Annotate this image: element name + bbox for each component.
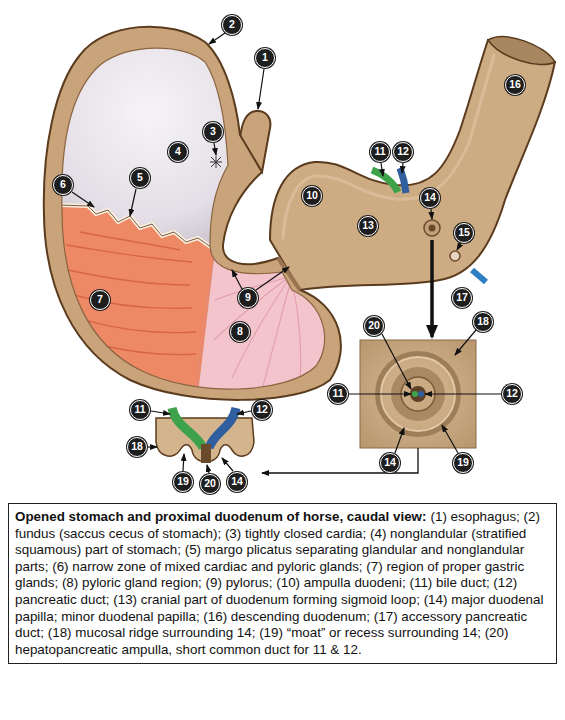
callout-number: 6	[53, 175, 73, 195]
callout-number: 11	[130, 400, 150, 420]
callout-number: 16	[505, 75, 525, 95]
callout-number: 18	[127, 437, 147, 457]
accessory-pancreatic-duct	[472, 270, 486, 282]
pancreatic-duct-opening	[418, 391, 424, 397]
callout-number: 15	[454, 223, 474, 243]
view-arrow	[262, 448, 418, 473]
bile-duct-section	[172, 408, 203, 448]
common-duct	[201, 444, 211, 463]
callout-number: 14	[420, 188, 440, 208]
callout-number: 17	[452, 288, 472, 308]
mucosa	[30, 0, 360, 420]
cardia-mark	[210, 156, 222, 168]
callout-number: 9	[238, 288, 258, 308]
duodenum-highlight	[283, 55, 494, 238]
callout-number: 19	[173, 472, 193, 492]
papilla-section	[156, 418, 254, 462]
pancreatic-duct-section	[209, 408, 236, 448]
callout-number: 20	[364, 316, 384, 336]
callout-number: 1	[255, 48, 275, 68]
inset-arrow	[430, 240, 434, 337]
callout-number: 5	[130, 168, 150, 188]
callout-number: 12	[502, 384, 522, 404]
callout-number: 2	[222, 15, 242, 35]
bile-duct-opening	[412, 391, 418, 397]
callout-number: 12	[252, 400, 272, 420]
mucosa-outline	[62, 48, 325, 389]
nonglandular-region	[30, 0, 270, 250]
pyloric-gland-region	[195, 250, 360, 420]
callout-number: 14	[380, 453, 400, 473]
minor-papilla	[450, 251, 460, 261]
callout-number: 4	[168, 142, 188, 162]
pyloric-texture	[214, 278, 301, 390]
bile-duct	[372, 170, 398, 192]
duodenum-lumen	[488, 37, 555, 65]
callout-number: 14	[227, 472, 247, 492]
gland-texture	[66, 232, 196, 355]
callout-number: 10	[302, 186, 322, 206]
callout-number: 13	[358, 216, 378, 236]
margo-plicatus-line	[60, 205, 215, 250]
caption-box: Opened stomach and proximal duodenum of …	[8, 503, 557, 664]
major-papilla-opening	[429, 225, 436, 232]
leader-lines	[72, 33, 501, 473]
callout-number: 3	[203, 122, 223, 142]
caption-heading: Opened stomach and proximal duodenum of …	[15, 509, 426, 524]
major-papilla	[424, 220, 440, 236]
callout-number: 8	[230, 322, 250, 342]
callout-number: 20	[200, 474, 220, 494]
callout-number: 11	[370, 142, 390, 162]
margo-plicatus	[60, 205, 215, 250]
pancreatic-duct	[400, 168, 406, 193]
ampulla-opening	[410, 386, 426, 402]
stomach-illustration	[0, 0, 565, 500]
callout-number: 19	[453, 453, 473, 473]
duodenum-wall	[270, 40, 555, 290]
callout-number: 7	[90, 290, 110, 310]
callout-number: 18	[473, 312, 493, 332]
pylorus-ring	[278, 258, 300, 290]
callout-number: 12	[393, 142, 413, 162]
callout-number: 11	[328, 384, 348, 404]
region-boundary	[195, 250, 215, 400]
caption-text: (1) esophagus; (2) fundus (saccus cecus …	[15, 509, 543, 657]
